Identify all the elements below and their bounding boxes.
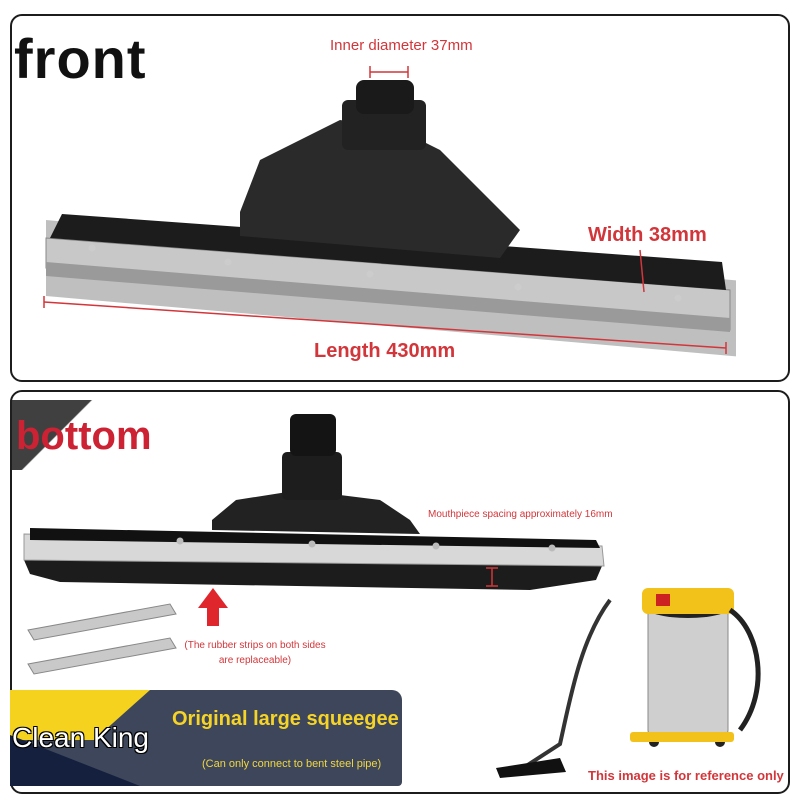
bottom-title: bottom — [16, 414, 152, 458]
front-title: front — [14, 27, 147, 90]
inner-diameter-label: Inner diameter 37mm — [330, 37, 473, 54]
bottom-dimension-line — [486, 567, 498, 587]
front-dimension-lines — [43, 66, 727, 354]
brand-name: Clean King — [12, 722, 149, 753]
mouthpiece-spacing-label: Mouthpiece spacing approximately 16mm — [428, 509, 613, 520]
product-name: Original large squeegee — [172, 708, 399, 730]
product-note: (Can only connect to bent steel pipe) — [202, 758, 382, 770]
width-label: Width 38mm — [588, 224, 707, 246]
title-backdrop — [10, 400, 120, 470]
bottom-squeegee — [23, 414, 605, 590]
reference-note: This image is for reference only — [588, 768, 784, 783]
length-label: Length 430mm — [314, 340, 456, 362]
rubber-strips — [27, 603, 177, 675]
rubber-strip-note: (The rubber strips on both sides are rep… — [184, 640, 326, 666]
vacuum-illustration — [496, 588, 761, 778]
front-squeegee — [45, 80, 736, 357]
arrow-up-icon — [198, 588, 228, 626]
